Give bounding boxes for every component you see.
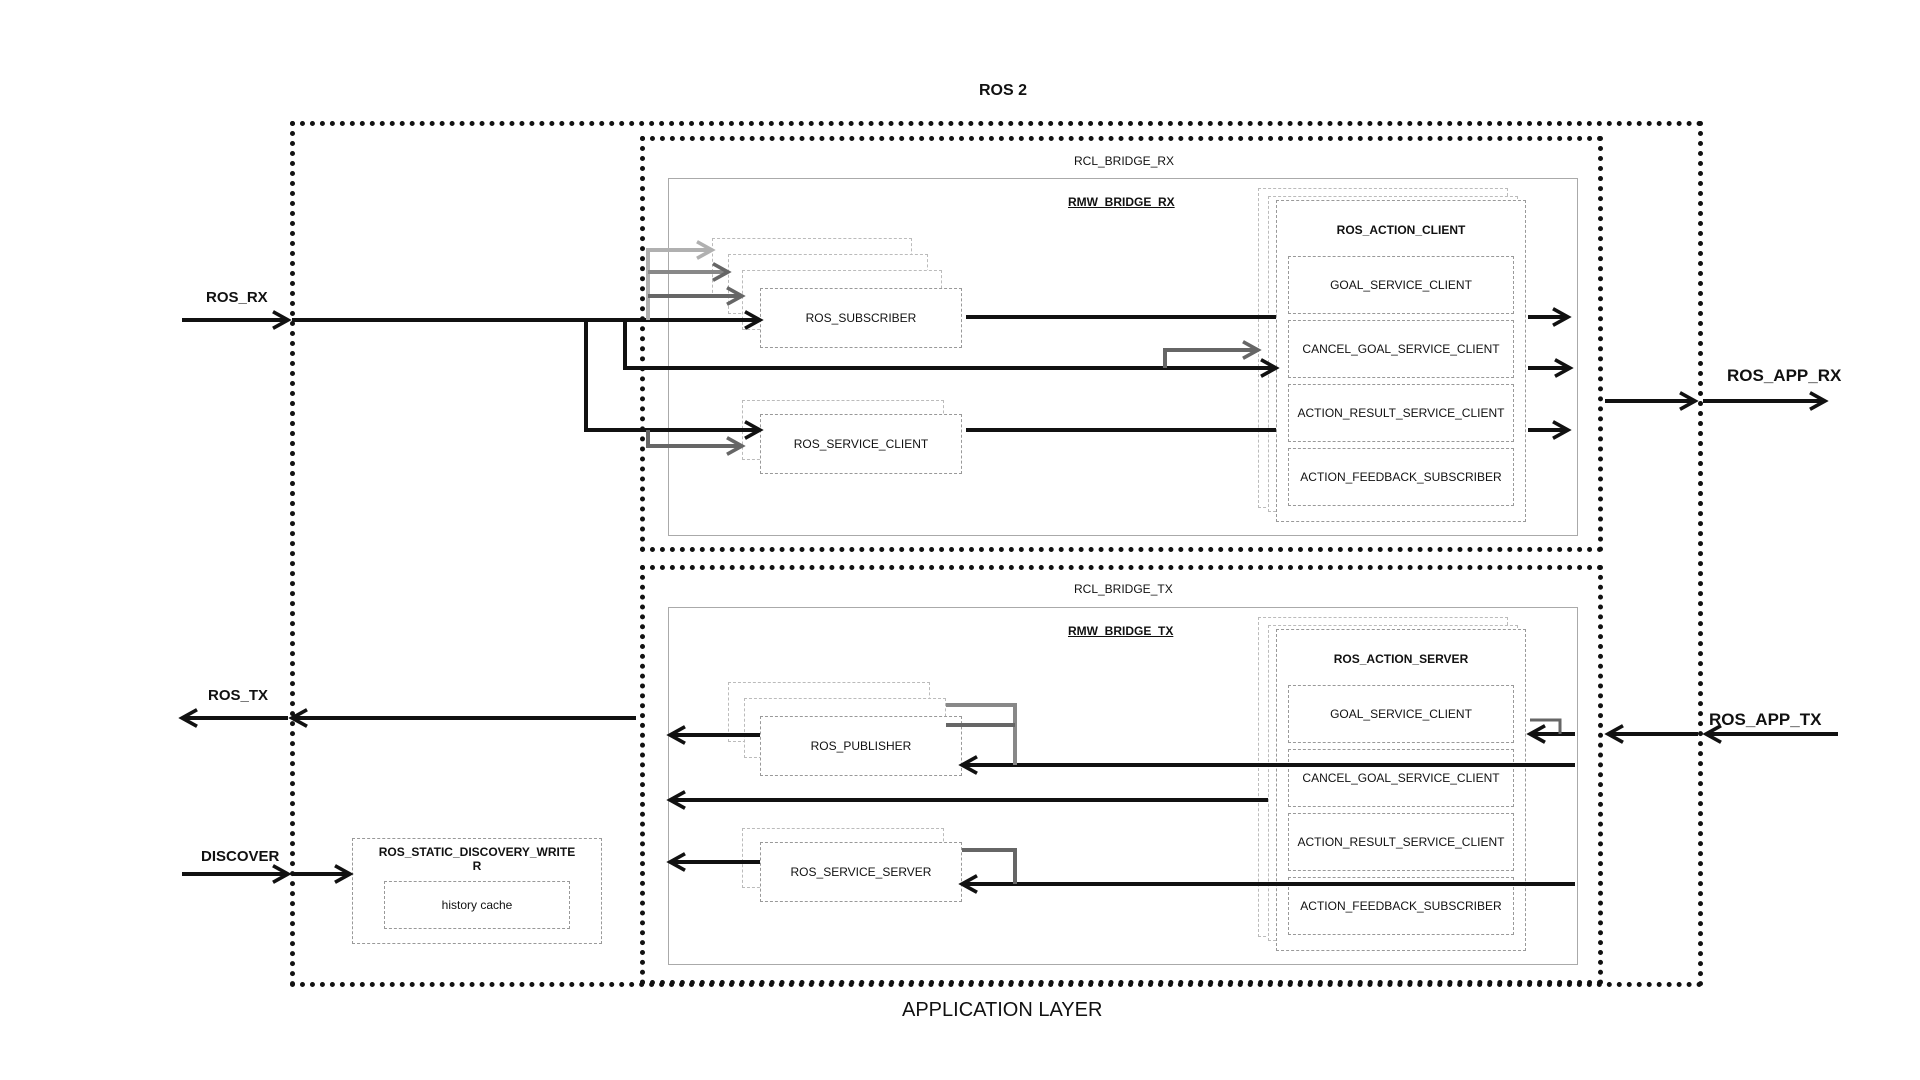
tx-action-item: ACTION_RESULT_SERVICE_CLIENT [1288,813,1514,871]
rx-action-item-label: CANCEL_GOAL_SERVICE_CLIENT [1302,342,1500,356]
rx-action-item-label: ACTION_RESULT_SERVICE_CLIENT [1297,406,1505,420]
ros-action-client-title: ROS_ACTION_CLIENT [1336,223,1466,237]
rx-action-item-label: ACTION_FEEDBACK_SUBSCRIBER [1300,470,1502,484]
rx-action-item-label: GOAL_SERVICE_CLIENT [1330,278,1472,292]
ros-service-client-label: ROS_SERVICE_CLIENT [793,437,929,451]
tx-action-item: GOAL_SERVICE_CLIENT [1288,685,1514,743]
rcl-bridge-tx-label: RCL_BRIDGE_TX [1074,582,1173,596]
subscriber-ghost-arrow [646,250,712,320]
application-layer-label: APPLICATION LAYER [902,999,1103,1021]
rcl-bridge-tx-container [640,565,1603,985]
history-cache-box: history cache [384,881,570,929]
tx-action-item-label: ACTION_FEEDBACK_SUBSCRIBER [1300,899,1502,913]
ros-service-client-box: ROS_SERVICE_CLIENT [760,414,962,474]
discovery-writer-title-line2: R [472,859,482,873]
discover-label: DISCOVER [201,848,280,865]
tx-action-item: CANCEL_GOAL_SERVICE_CLIENT [1288,749,1514,807]
rx-action-item: CANCEL_GOAL_SERVICE_CLIENT [1288,320,1514,378]
rx-branch-service [584,320,760,430]
ros-action-client-box: ROS_ACTION_CLIENT GOAL_SERVICE_CLIENT CA… [1276,200,1526,522]
ros-publisher-box: ROS_PUBLISHER [760,716,962,776]
ros-app-rx-label: ROS_APP_RX [1727,366,1842,385]
rx-action-item: GOAL_SERVICE_CLIENT [1288,256,1514,314]
publisher-gray-branch [946,703,1017,765]
ros-subscriber-box: ROS_SUBSCRIBER [760,288,962,348]
tx-action-item: ACTION_FEEDBACK_SUBSCRIBER [1288,877,1514,935]
ros-app-tx-label: ROS_APP_TX [1709,710,1822,729]
rmw-bridge-tx-box [668,607,1578,965]
rx-action-item: ACTION_FEEDBACK_SUBSCRIBER [1288,448,1514,506]
ros-action-server-title: ROS_ACTION_SERVER [1333,652,1469,666]
tx-action-item-label: GOAL_SERVICE_CLIENT [1330,707,1472,721]
static-discovery-writer-box: ROS_STATIC_DISCOVERY_WRITE R history cac… [352,838,602,944]
rx-branch-action [623,320,1276,368]
action-server-in-gray [1530,718,1562,734]
diagram-title: ROS 2 [979,82,1028,99]
service-client-ghost-arrow [646,430,742,446]
ros-service-server-box: ROS_SERVICE_SERVER [760,842,962,902]
service-server-gray-branch [962,848,1017,884]
discovery-writer-title-line1: ROS_STATIC_DISCOVERY_WRITE [378,845,576,859]
rcl-bridge-rx-container [640,136,1603,552]
tx-action-item-label: ACTION_RESULT_SERVICE_CLIENT [1297,835,1505,849]
ros-publisher-label: ROS_PUBLISHER [810,739,912,753]
action-ghost-arrow [1163,350,1258,368]
rmw-bridge-rx-box [668,178,1578,536]
ros-tx-label: ROS_TX [208,687,269,704]
tx-action-item-label: CANCEL_GOAL_SERVICE_CLIENT [1302,771,1500,785]
rcl-bridge-rx-label: RCL_BRIDGE_RX [1074,154,1175,168]
ros-rx-label: ROS_RX [206,289,268,306]
ros-service-server-label: ROS_SERVICE_SERVER [790,865,932,879]
history-cache-label: history cache [441,898,513,912]
ros-action-server-box: ROS_ACTION_SERVER GOAL_SERVICE_CLIENT CA… [1276,629,1526,951]
rmw-bridge-rx-label: RMW_BRIDGE_RX [1068,195,1175,209]
rx-action-item: ACTION_RESULT_SERVICE_CLIENT [1288,384,1514,442]
ros-subscriber-label: ROS_SUBSCRIBER [805,311,917,325]
rmw-bridge-tx-label: RMW_BRIDGE_TX [1068,624,1174,638]
